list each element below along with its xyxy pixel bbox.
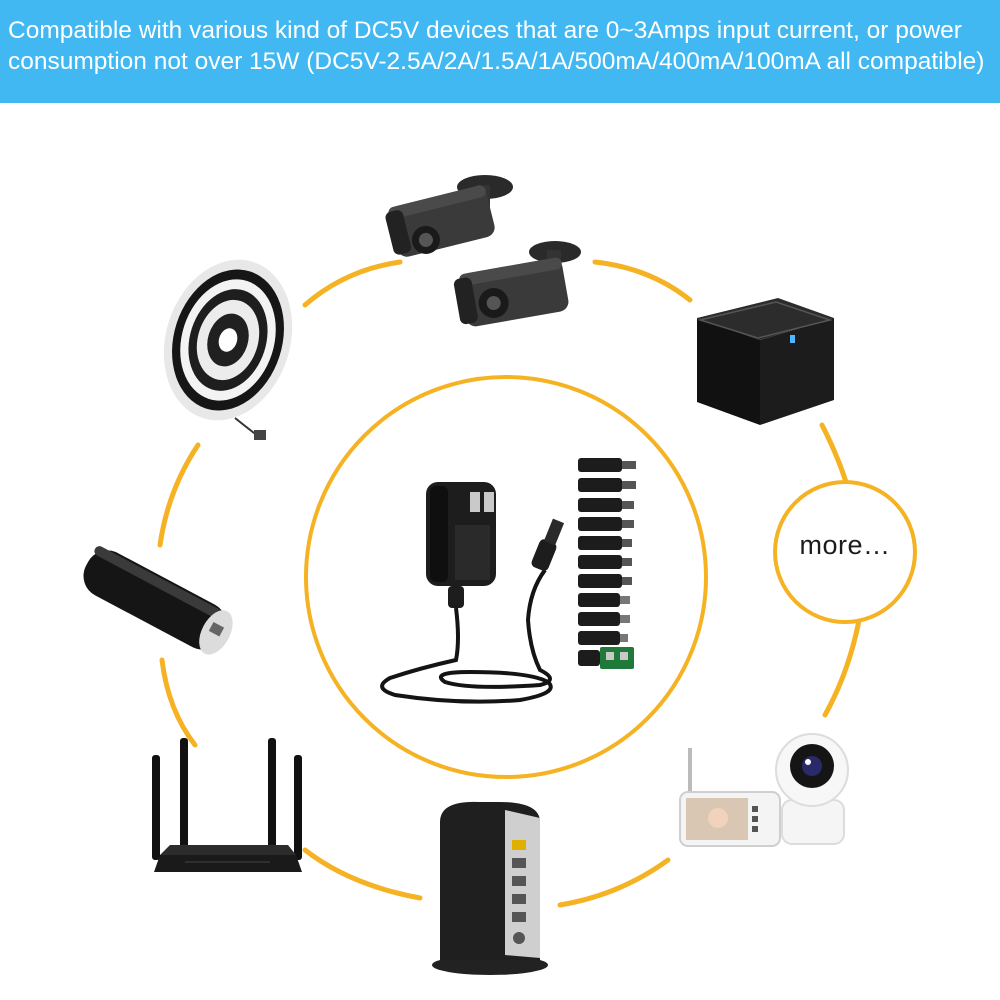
banner-text-line-1: Compatible with various kind of DC5V dev… [8, 17, 962, 44]
power-adapter-icon [380, 482, 565, 704]
bluetooth-speaker-icon [697, 298, 834, 425]
top-banner: Compatible with various kind of DC5V dev… [0, 0, 1000, 103]
inner-ring [304, 375, 708, 779]
outer-ring [157, 259, 863, 908]
wifi-router-icon [152, 738, 302, 872]
led-strip-icon [163, 259, 293, 440]
more-label: more… [799, 530, 891, 560]
security-cameras-icon [385, 175, 581, 327]
dc-connector-tips-icon [578, 458, 636, 669]
baby-monitor-icon [679, 733, 849, 847]
modem-router-icon [432, 801, 548, 975]
more-bubble [773, 480, 917, 624]
banner-text-line-2: consumption not over 15W (DC5V-2.5A/2A/1… [8, 48, 985, 75]
power-bank-icon [83, 546, 233, 655]
